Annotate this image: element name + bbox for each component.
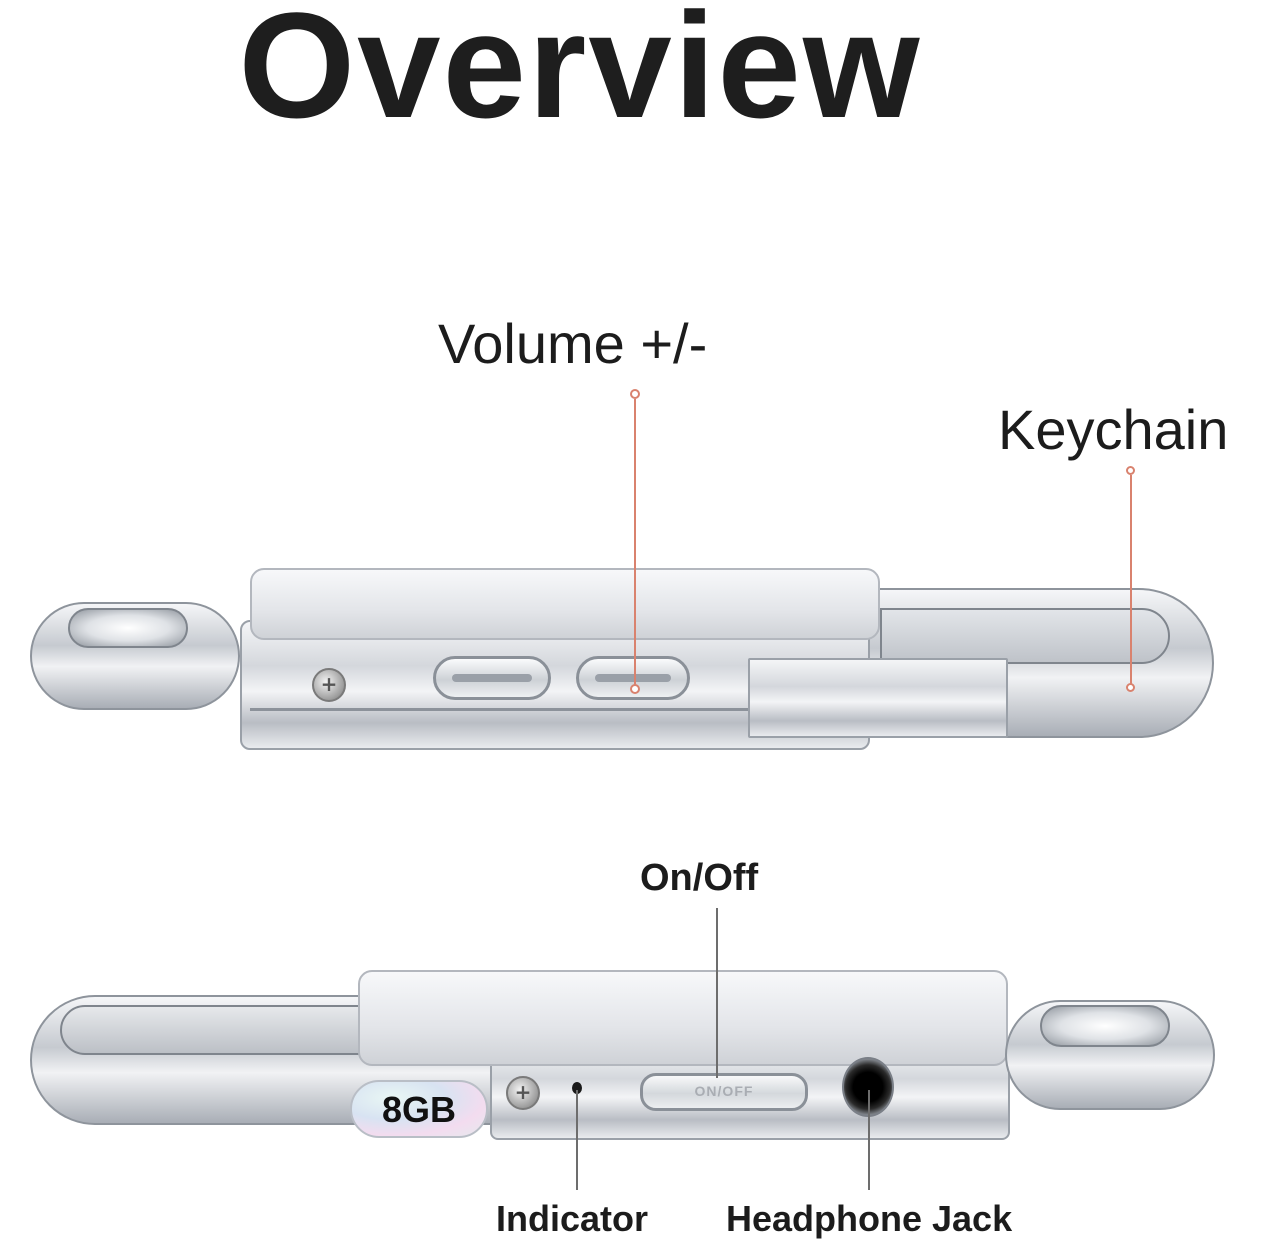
keychain-loop-hole — [880, 608, 1170, 664]
callout-headphone-jack-line — [868, 1090, 870, 1190]
callout-keychain-line — [1130, 475, 1132, 685]
callout-volume-label: Volume +/- — [438, 312, 708, 375]
capacity-badge: 8GB — [350, 1080, 488, 1138]
callout-keychain-label: Keychain — [998, 398, 1229, 461]
callout-indicator-label: Indicator — [496, 1198, 649, 1239]
screw-icon — [506, 1076, 540, 1110]
left-ring-hole — [68, 608, 188, 648]
page-title: Overview — [238, 0, 922, 149]
callout-volume-dot-top — [630, 389, 640, 399]
screw-icon — [312, 668, 346, 702]
keychain-clasp — [748, 658, 1008, 738]
device-top-plate — [250, 568, 880, 640]
on-off-switch[interactable]: ON/OFF — [640, 1073, 808, 1111]
callout-keychain-dot-top — [1126, 466, 1135, 475]
callout-keychain-dot-bottom — [1126, 683, 1135, 692]
callout-volume-dot-bottom — [630, 684, 640, 694]
indicator-led-icon — [572, 1082, 582, 1094]
body-seam — [250, 708, 750, 711]
callout-headphone-jack-label: Headphone Jack — [726, 1198, 1013, 1239]
right-ring-hole — [1040, 1005, 1170, 1047]
device-top-plate — [358, 970, 1008, 1066]
bottom-device-view: 8GB ON/OFF — [0, 965, 1285, 1145]
callout-volume-line — [634, 399, 636, 689]
volume-down-button[interactable] — [433, 656, 551, 700]
callout-indicator-line — [576, 1090, 578, 1190]
top-device-view — [0, 560, 1285, 760]
callout-on-off-line — [716, 908, 718, 1078]
keychain-loop-hole — [60, 1005, 390, 1055]
callout-on-off-label: On/Off — [640, 857, 759, 899]
